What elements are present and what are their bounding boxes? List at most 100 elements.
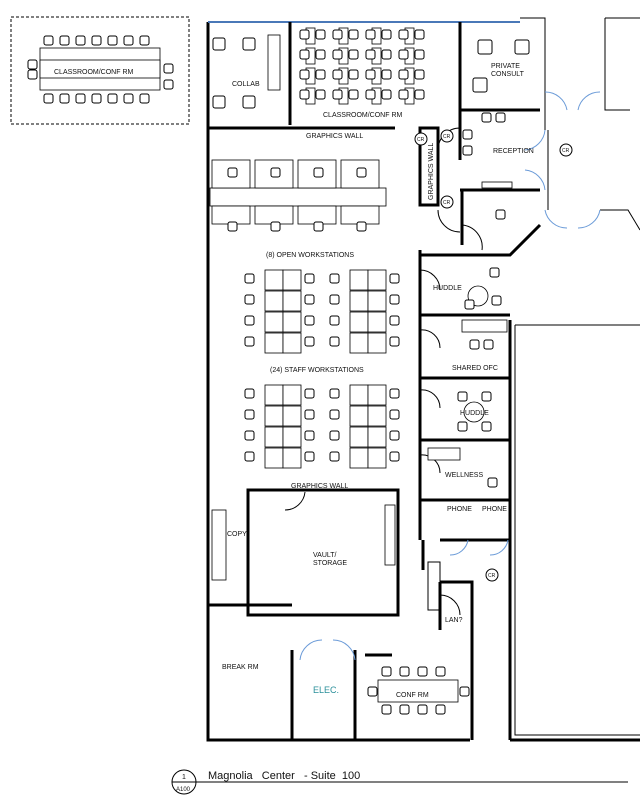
desk: [264, 384, 284, 406]
chair: [304, 315, 315, 326]
chair: [244, 388, 255, 399]
desk: [254, 205, 294, 225]
desk: [264, 426, 284, 448]
chair: [389, 315, 400, 326]
label-private-consult-2: CONSULT: [491, 71, 525, 78]
chair: [304, 409, 315, 420]
desk: [282, 269, 302, 291]
desk: [367, 311, 387, 333]
chair: [365, 69, 376, 80]
chair: [329, 409, 340, 420]
chair: [398, 69, 409, 80]
room-labels: COLLAB CLASSROOM/CONF RM GRAPHICS WALL G…: [222, 63, 534, 699]
chair: [329, 315, 340, 326]
chair: [481, 112, 492, 123]
desk: [461, 319, 508, 333]
cr-tag-label: CR: [443, 200, 451, 206]
chair: [304, 294, 315, 305]
cr-tag-label: CR: [562, 148, 570, 154]
desk: [282, 384, 302, 406]
chair: [457, 391, 468, 402]
label-vault: VAULT/: [313, 552, 337, 559]
chair: [435, 704, 446, 715]
legend-box: CLASSROOM/CONF RM: [10, 16, 190, 125]
chair: [139, 35, 150, 46]
desk: [209, 187, 387, 207]
chair: [59, 93, 70, 104]
chair: [389, 336, 400, 347]
chair: [304, 451, 315, 462]
desk: [264, 332, 284, 354]
desk: [297, 205, 337, 225]
label-graphics-wall-top: GRAPHICS WALL: [306, 133, 363, 140]
desk: [367, 447, 387, 469]
cr-tag-label: CR: [417, 137, 425, 143]
chair: [27, 69, 38, 80]
cr-tag: [440, 195, 454, 209]
desk: [282, 447, 302, 469]
chair: [389, 273, 400, 284]
desk: [211, 205, 251, 225]
chair: [389, 294, 400, 305]
desk: [367, 405, 387, 427]
chair: [414, 49, 425, 60]
chair: [329, 430, 340, 441]
desk: [349, 426, 369, 448]
sheet-number: A100: [176, 787, 191, 793]
drawing-title: Magnolia Center - Suite 100: [208, 770, 360, 782]
chair: [242, 95, 256, 109]
legend-room-label: CLASSROOM/CONF RM: [54, 69, 134, 76]
chair: [464, 299, 475, 310]
chair: [163, 63, 174, 74]
chair: [304, 336, 315, 347]
chair: [414, 69, 425, 80]
chair: [348, 49, 359, 60]
label-copy: COPY: [227, 531, 247, 538]
chair: [389, 451, 400, 462]
chair: [139, 93, 150, 104]
chair: [399, 704, 410, 715]
chair: [163, 79, 174, 90]
desk: [367, 332, 387, 354]
chair: [417, 666, 428, 677]
chair: [227, 221, 238, 232]
desk: [427, 447, 461, 461]
desk: [264, 447, 284, 469]
huddle-table: [463, 401, 485, 423]
chair: [381, 29, 392, 40]
chair: [244, 451, 255, 462]
chair: [244, 336, 255, 347]
chair: [389, 409, 400, 420]
chair: [212, 95, 226, 109]
desk: [377, 679, 459, 703]
desk: [264, 269, 284, 291]
chair: [367, 686, 378, 697]
chair: [212, 37, 226, 51]
chair: [462, 129, 473, 140]
chair: [469, 339, 480, 350]
chair: [477, 39, 493, 55]
chair: [381, 666, 392, 677]
label-lan: LAN?: [445, 617, 463, 624]
chairs: [212, 29, 530, 715]
label-phone-2: PHONE: [482, 506, 507, 513]
desk: [349, 332, 369, 354]
chair: [481, 391, 492, 402]
chair: [389, 430, 400, 441]
label-elec: ELEC.: [313, 685, 339, 695]
label-break-rm: BREAK RM: [222, 664, 259, 671]
chair: [242, 37, 256, 51]
chair: [299, 69, 310, 80]
chair: [417, 704, 428, 715]
desk: [264, 311, 284, 333]
chair: [91, 35, 102, 46]
label-vault-2: STORAGE: [313, 560, 347, 567]
chair: [365, 49, 376, 60]
desk: [349, 447, 369, 469]
cr-tag: [414, 132, 428, 146]
cr-tag: [440, 129, 454, 143]
label-collab: COLLAB: [232, 81, 260, 88]
chair: [332, 29, 343, 40]
chair: [365, 29, 376, 40]
